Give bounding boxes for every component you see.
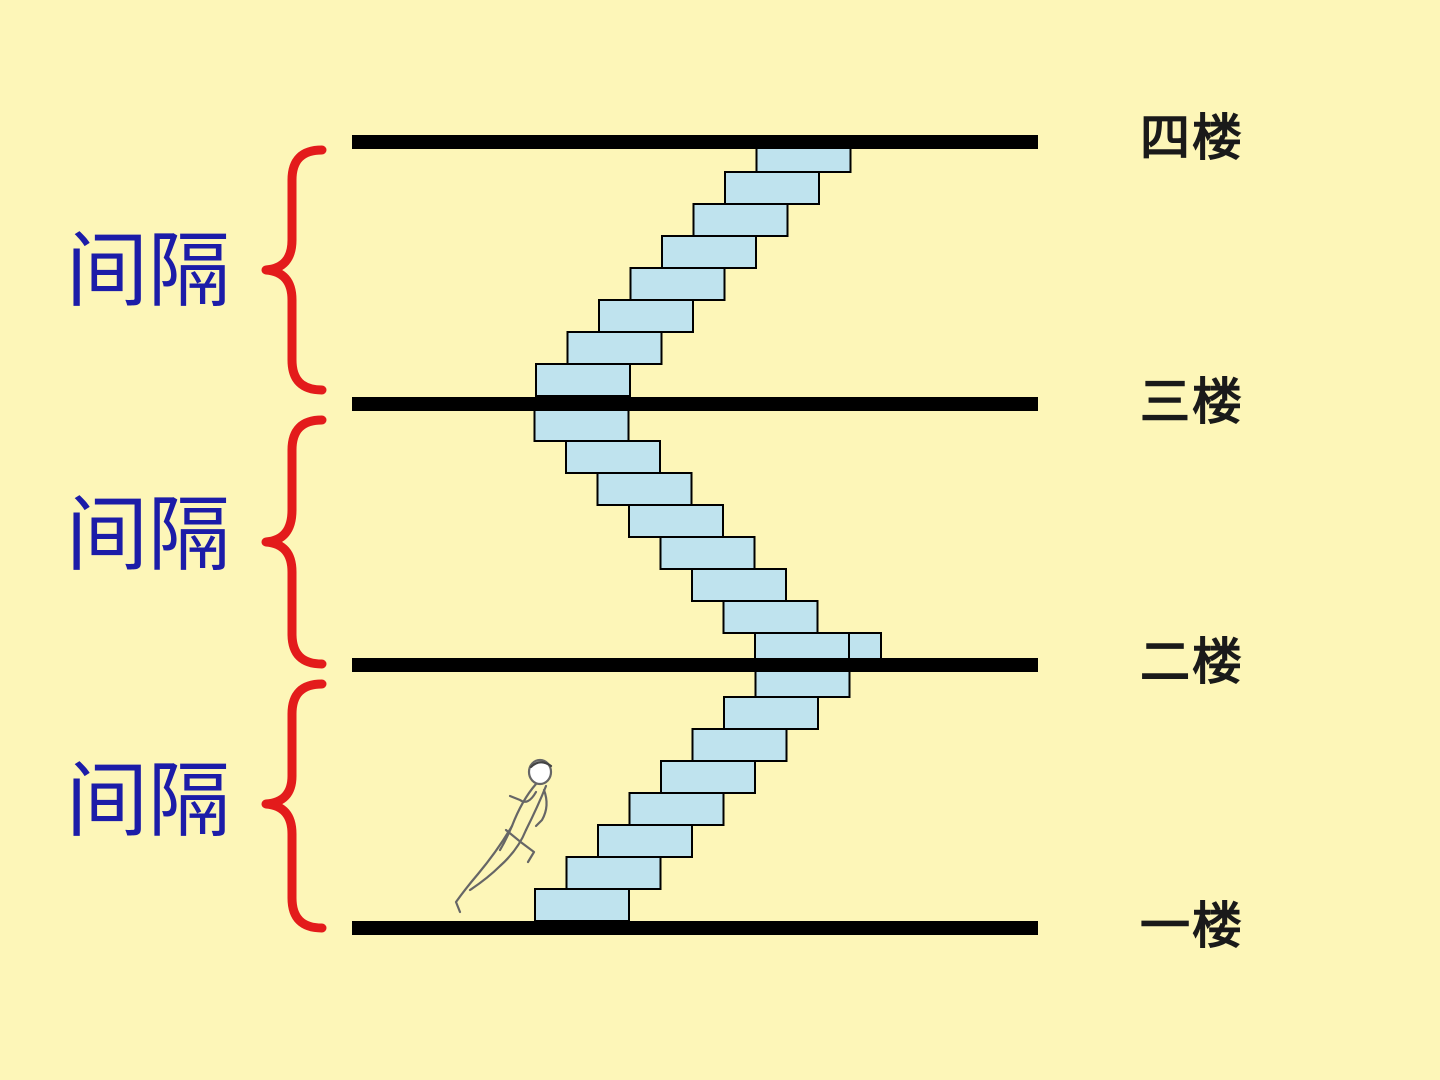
flight-1-step	[691, 728, 788, 762]
staircase	[533, 139, 882, 922]
curly-brace-icon	[261, 145, 327, 395]
flight-3-step	[724, 171, 820, 205]
flight-3-step	[535, 363, 631, 397]
interval-label-middle: 间隔	[66, 488, 231, 583]
flight-1-step	[723, 696, 819, 730]
flight-1-step	[628, 792, 725, 826]
flight-1-step	[597, 824, 693, 858]
flight-2-step	[722, 600, 819, 634]
flight-2-step	[565, 440, 661, 474]
running-person-icon	[454, 758, 553, 914]
floor-label-4: 四楼	[1140, 109, 1244, 167]
braces	[261, 145, 327, 933]
flight-1-step	[534, 888, 630, 922]
flight-3-step	[566, 331, 663, 365]
flight-3-step	[629, 267, 726, 301]
flight-2-step	[628, 504, 724, 538]
interval-label-top: 间隔	[66, 224, 231, 319]
flight-2-step	[596, 472, 693, 506]
flight-1-step	[660, 760, 756, 794]
flight-3-step	[661, 235, 757, 269]
curly-brace-icon	[261, 415, 327, 669]
flight-2-step	[691, 568, 787, 602]
flight-3-step	[598, 299, 694, 333]
flight-2-step	[659, 536, 756, 570]
floor-lines	[352, 135, 1038, 935]
flight-2-step	[533, 408, 630, 442]
curly-brace-icon	[261, 679, 327, 933]
floor-label-2: 二楼	[1140, 633, 1244, 691]
flight-1-step	[565, 856, 662, 890]
interval-label-bottom: 间隔	[66, 754, 231, 849]
floor-label-1: 一楼	[1140, 897, 1244, 955]
flight-3-step	[692, 203, 789, 237]
floor-label-3: 三楼	[1140, 373, 1244, 431]
